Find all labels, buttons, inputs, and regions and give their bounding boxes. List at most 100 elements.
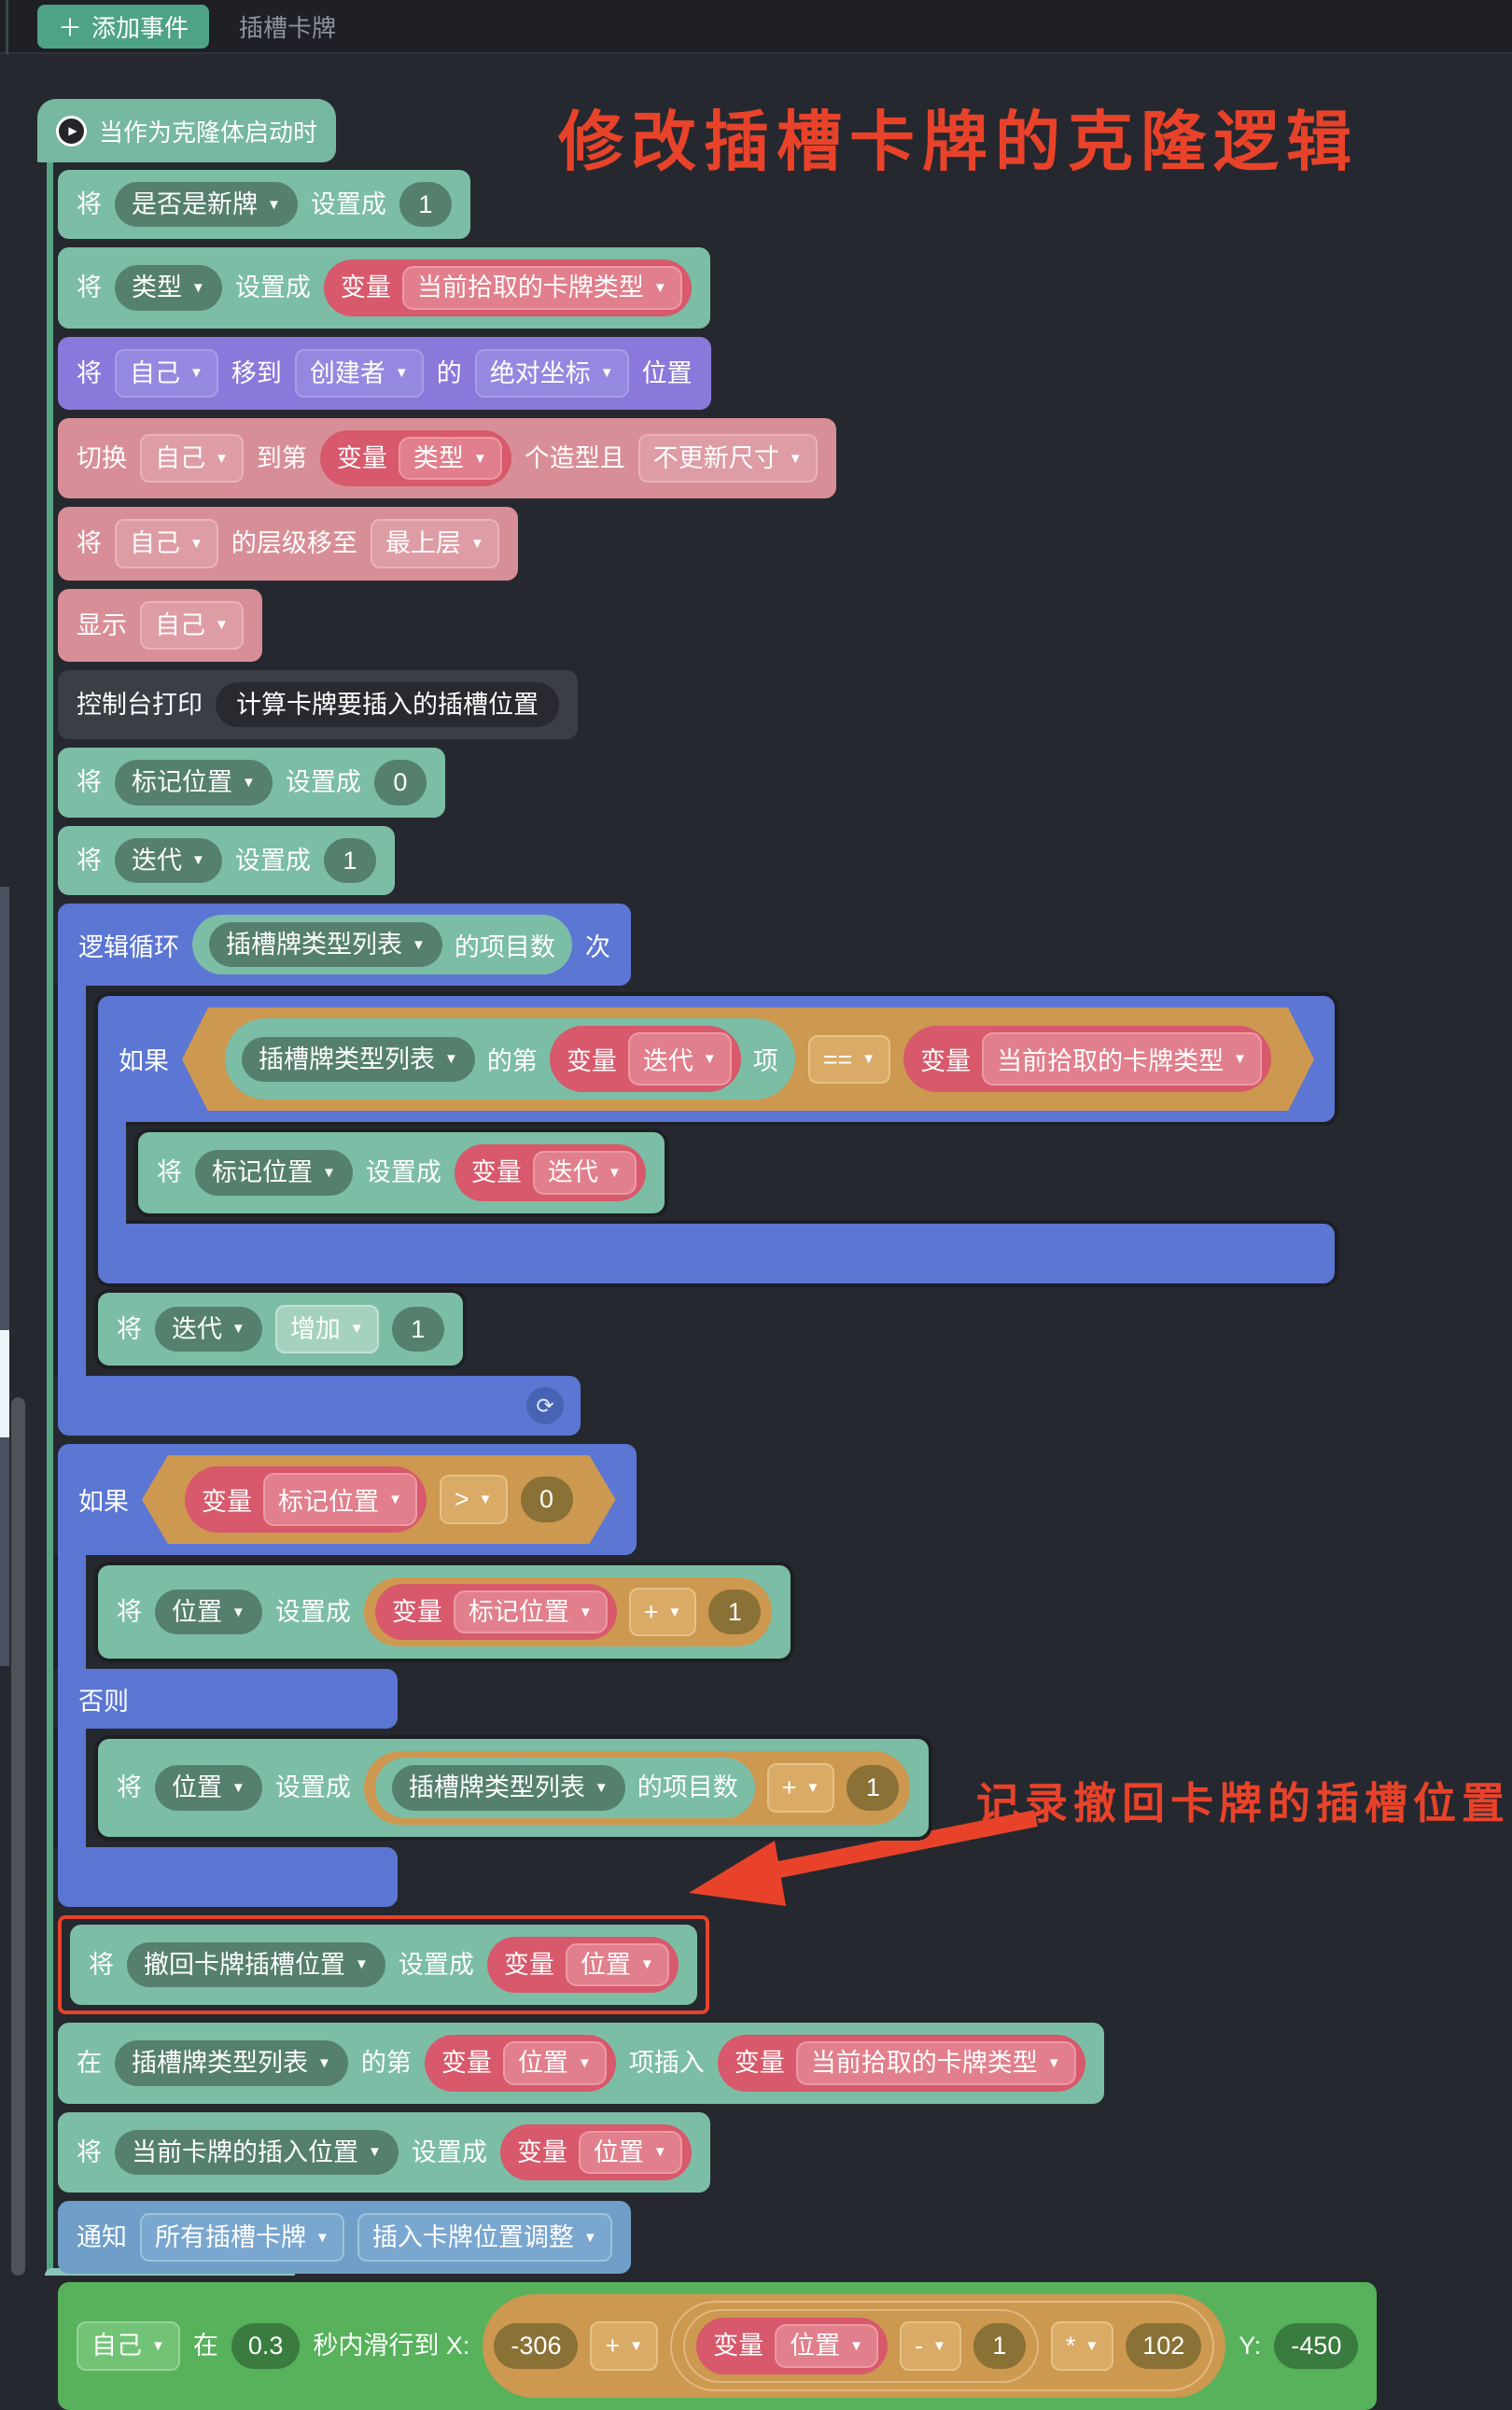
block-set-mark-position[interactable]: 将 标记位置 ▼ 设置成 0	[58, 748, 445, 818]
dropdown-slot-type-list[interactable]: 插槽牌类型列表 ▼	[115, 2040, 348, 2086]
expression-x[interactable]: -306 + ▼ 变量 位置 ▼ - ▼	[483, 2294, 1226, 2398]
block-set-position-from-mark[interactable]: 将 位置 ▼ 设置成 变量 标记位置 ▼ +	[98, 1565, 791, 1660]
block-set-undo-slot-position[interactable]: 将 撤回卡牌插槽位置 ▼ 设置成 变量 位置 ▼	[70, 1924, 697, 2006]
reporter-list-item-count[interactable]: 插槽牌类型列表 ▼ 的项目数	[192, 915, 572, 975]
dropdown-iterator[interactable]: 迭代 ▼	[532, 1151, 637, 1195]
variable-pill-mark-position[interactable]: 变量 标记位置 ▼	[374, 1584, 617, 1641]
variable-pill-position[interactable]: 变量 位置 ▼	[696, 2318, 888, 2375]
dropdown-no-resize[interactable]: 不更新尺寸 ▼	[637, 434, 818, 483]
variable-pill-position[interactable]: 变量 位置 ▼	[486, 1936, 679, 1994]
operator-pill-add[interactable]: 变量 标记位置 ▼ + ▼ 1	[363, 1577, 773, 1647]
block-list-insert[interactable]: 在 插槽牌类型列表 ▼ 的第 变量 位置 ▼ 项插入 变量 当前拾取的卡牌类型 …	[58, 2023, 1104, 2104]
operator-pill-add[interactable]: 插槽牌类型列表 ▼ 的项目数 + ▼ 1	[363, 1751, 911, 1825]
dropdown-mark-position[interactable]: 标记位置 ▼	[263, 1473, 417, 1526]
block-notify[interactable]: 通知 所有插槽卡牌 ▼ 插入卡牌位置调整 ▼	[58, 2200, 631, 2275]
if-header[interactable]: 如果 插槽牌类型列表 ▼ 的第 变量 迭代	[98, 996, 1335, 1123]
dropdown-mark-position[interactable]: 标记位置 ▼	[195, 1150, 353, 1196]
expression-offset[interactable]: 变量 位置 ▼ - ▼ 1 * ▼ 102	[670, 2301, 1215, 2391]
dropdown-position[interactable]: 位置 ▼	[565, 1942, 669, 1987]
dropdown-slot-type-list[interactable]: 插槽牌类型列表 ▼	[209, 922, 442, 968]
value-input[interactable]: 1	[973, 2323, 1026, 2369]
vertical-scrollbar[interactable]	[11, 1397, 25, 2276]
dropdown-self[interactable]: 自己 ▼	[77, 2321, 180, 2371]
block-if-else-mark[interactable]: 如果 变量 标记位置 ▼ > ▼ 0 将	[53, 1444, 930, 1907]
loop-header[interactable]: 逻辑循环 插槽牌类型列表 ▼ 的项目数 次	[58, 904, 631, 987]
dropdown-iterator[interactable]: 迭代 ▼	[628, 1032, 732, 1086]
dropdown-mark-position[interactable]: 标记位置 ▼	[453, 1590, 608, 1634]
dropdown-multiply-operator[interactable]: * ▼	[1050, 2321, 1114, 2371]
value-input[interactable]: 1	[323, 837, 376, 884]
block-set-position-from-count[interactable]: 将 位置 ▼ 设置成 插槽牌类型列表 ▼ 的项目数 +	[98, 1739, 930, 1837]
dropdown-slot-type-list[interactable]: 插槽牌类型列表 ▼	[391, 1765, 625, 1811]
block-move-to-creator[interactable]: 将 自己 ▼ 移到 创建者 ▼ 的 绝对坐标 ▼ 位置	[58, 336, 711, 411]
value-input[interactable]: 0	[521, 1477, 573, 1521]
variable-pill-picked-card-type[interactable]: 变量 当前拾取的卡牌类型 ▼	[323, 259, 692, 316]
dropdown-type[interactable]: 类型 ▼	[115, 265, 222, 311]
reporter-list-item-count[interactable]: 插槽牌类型列表 ▼ 的项目数	[374, 1758, 755, 1818]
variable-pill-position[interactable]: 变量 位置 ▼	[499, 2123, 692, 2180]
dropdown-mark-position[interactable]: 标记位置 ▼	[115, 760, 273, 806]
dropdown-all-slot-cards[interactable]: 所有插槽卡牌 ▼	[140, 2212, 344, 2263]
dropdown-creator[interactable]: 创建者 ▼	[294, 348, 424, 399]
variable-pill-type[interactable]: 变量 类型 ▼	[319, 430, 511, 487]
if-else-footer[interactable]	[58, 1846, 398, 1907]
value-input[interactable]: 1	[399, 182, 452, 228]
block-glide[interactable]: 自己 ▼ 在 0.3 秒内滑行到 X: -306 + ▼ 变量 位置 ▼	[58, 2282, 1378, 2410]
tab-slot-card[interactable]: 插槽卡牌	[239, 13, 337, 42]
dropdown-position[interactable]: 位置 ▼	[155, 1765, 262, 1811]
value-input[interactable]: 1	[708, 1590, 762, 1635]
dropdown-undo-slot-position[interactable]: 撤回卡牌插槽位置 ▼	[127, 1941, 385, 1988]
dropdown-is-new-card[interactable]: 是否是新牌 ▼	[115, 182, 298, 228]
reporter-list-item-at[interactable]: 插槽牌类型列表 ▼ 的第 变量 迭代 ▼ 项	[225, 1018, 795, 1100]
dropdown-insert-position-adjust-event[interactable]: 插入卡牌位置调整 ▼	[357, 2212, 612, 2263]
dropdown-plus-operator[interactable]: + ▼	[766, 1763, 835, 1813]
expression-index[interactable]: 变量 位置 ▼ - ▼ 1	[683, 2309, 1039, 2383]
value-input[interactable]: 102	[1126, 2323, 1202, 2369]
dropdown-self[interactable]: 自己 ▼	[140, 434, 244, 483]
variable-pill-picked-card-type[interactable]: 变量 当前拾取的卡牌类型 ▼	[717, 2035, 1085, 2092]
dropdown-position[interactable]: 位置 ▼	[155, 1590, 262, 1635]
variable-pill-mark-position[interactable]: 变量 标记位置 ▼	[185, 1466, 427, 1533]
log-message-input[interactable]: 计算卡牌要插入的插槽位置	[216, 682, 559, 728]
add-event-button[interactable]: ＋ 添加事件	[37, 4, 210, 49]
block-set-mark-to-iterator[interactable]: 将 标记位置 ▼ 设置成 变量 迭代 ▼	[138, 1132, 665, 1213]
variable-pill-position[interactable]: 变量 位置 ▼	[424, 2035, 616, 2092]
condition-hexagon[interactable]: 插槽牌类型列表 ▼ 的第 变量 迭代 ▼ 项	[182, 1007, 1314, 1111]
else-bar[interactable]: 否则	[58, 1669, 398, 1730]
if-header[interactable]: 如果 变量 标记位置 ▼ > ▼ 0	[58, 1444, 637, 1556]
block-show-self[interactable]: 显示 自己 ▼	[58, 588, 262, 663]
dropdown-picked-card-type[interactable]: 当前拾取的卡牌类型 ▼	[401, 266, 682, 310]
x-base-input[interactable]: -306	[494, 2323, 579, 2369]
dropdown-current-insert-position[interactable]: 当前卡牌的插入位置 ▼	[115, 2129, 399, 2175]
dropdown-position[interactable]: 位置 ▼	[775, 2324, 878, 2368]
block-set-is-new-card[interactable]: 将 是否是新牌 ▼ 设置成 1	[58, 170, 470, 240]
y-input[interactable]: -450	[1274, 2323, 1359, 2369]
block-set-layer[interactable]: 将 自己 ▼ 的层级移至 最上层 ▼	[58, 507, 518, 581]
loop-footer[interactable]: ⟳	[58, 1376, 581, 1436]
dropdown-absolute-coord[interactable]: 绝对坐标 ▼	[474, 348, 629, 399]
block-if-match[interactable]: 如果 插槽牌类型列表 ▼ 的第 变量 迭代	[94, 996, 1335, 1283]
dropdown-plus-operator[interactable]: + ▼	[628, 1588, 697, 1637]
value-input[interactable]: 1	[847, 1765, 900, 1811]
variable-pill-picked-card-type[interactable]: 变量 当前拾取的卡牌类型 ▼	[903, 1026, 1271, 1092]
dropdown-topmost[interactable]: 最上层 ▼	[370, 519, 499, 568]
duration-input[interactable]: 0.3	[231, 2323, 301, 2369]
block-set-type[interactable]: 将 类型 ▼ 设置成 变量 当前拾取的卡牌类型 ▼	[58, 247, 710, 329]
block-console-log[interactable]: 控制台打印 计算卡牌要插入的插槽位置	[58, 670, 578, 740]
dropdown-minus-operator[interactable]: - ▼	[899, 2321, 961, 2371]
dropdown-self[interactable]: 自己 ▼	[115, 348, 218, 399]
dropdown-iterator[interactable]: 迭代 ▼	[115, 837, 222, 884]
dropdown-position[interactable]: 位置 ▼	[578, 2130, 682, 2174]
block-set-iterator[interactable]: 将 迭代 ▼ 设置成 1	[58, 825, 395, 896]
variable-pill-iterator[interactable]: 变量 迭代 ▼	[454, 1144, 646, 1201]
dropdown-picked-card-type[interactable]: 当前拾取的卡牌类型 ▼	[795, 2041, 1076, 2085]
block-increment-iterator[interactable]: 将 迭代 ▼ 增加 ▼ 1	[98, 1292, 463, 1366]
dropdown-self[interactable]: 自己 ▼	[140, 600, 244, 651]
condition-hexagon[interactable]: 变量 标记位置 ▼ > ▼ 0	[142, 1455, 616, 1544]
dropdown-iterator[interactable]: 迭代 ▼	[155, 1306, 262, 1352]
dropdown-type[interactable]: 类型 ▼	[398, 437, 502, 481]
dropdown-equals-operator[interactable]: == ▼	[808, 1035, 890, 1084]
dropdown-increase[interactable]: 增加 ▼	[274, 1304, 379, 1354]
dropdown-plus-operator[interactable]: + ▼	[590, 2321, 659, 2371]
block-loop[interactable]: 逻辑循环 插槽牌类型列表 ▼ 的项目数 次 如果 插槽牌类型列表	[54, 904, 1335, 1436]
